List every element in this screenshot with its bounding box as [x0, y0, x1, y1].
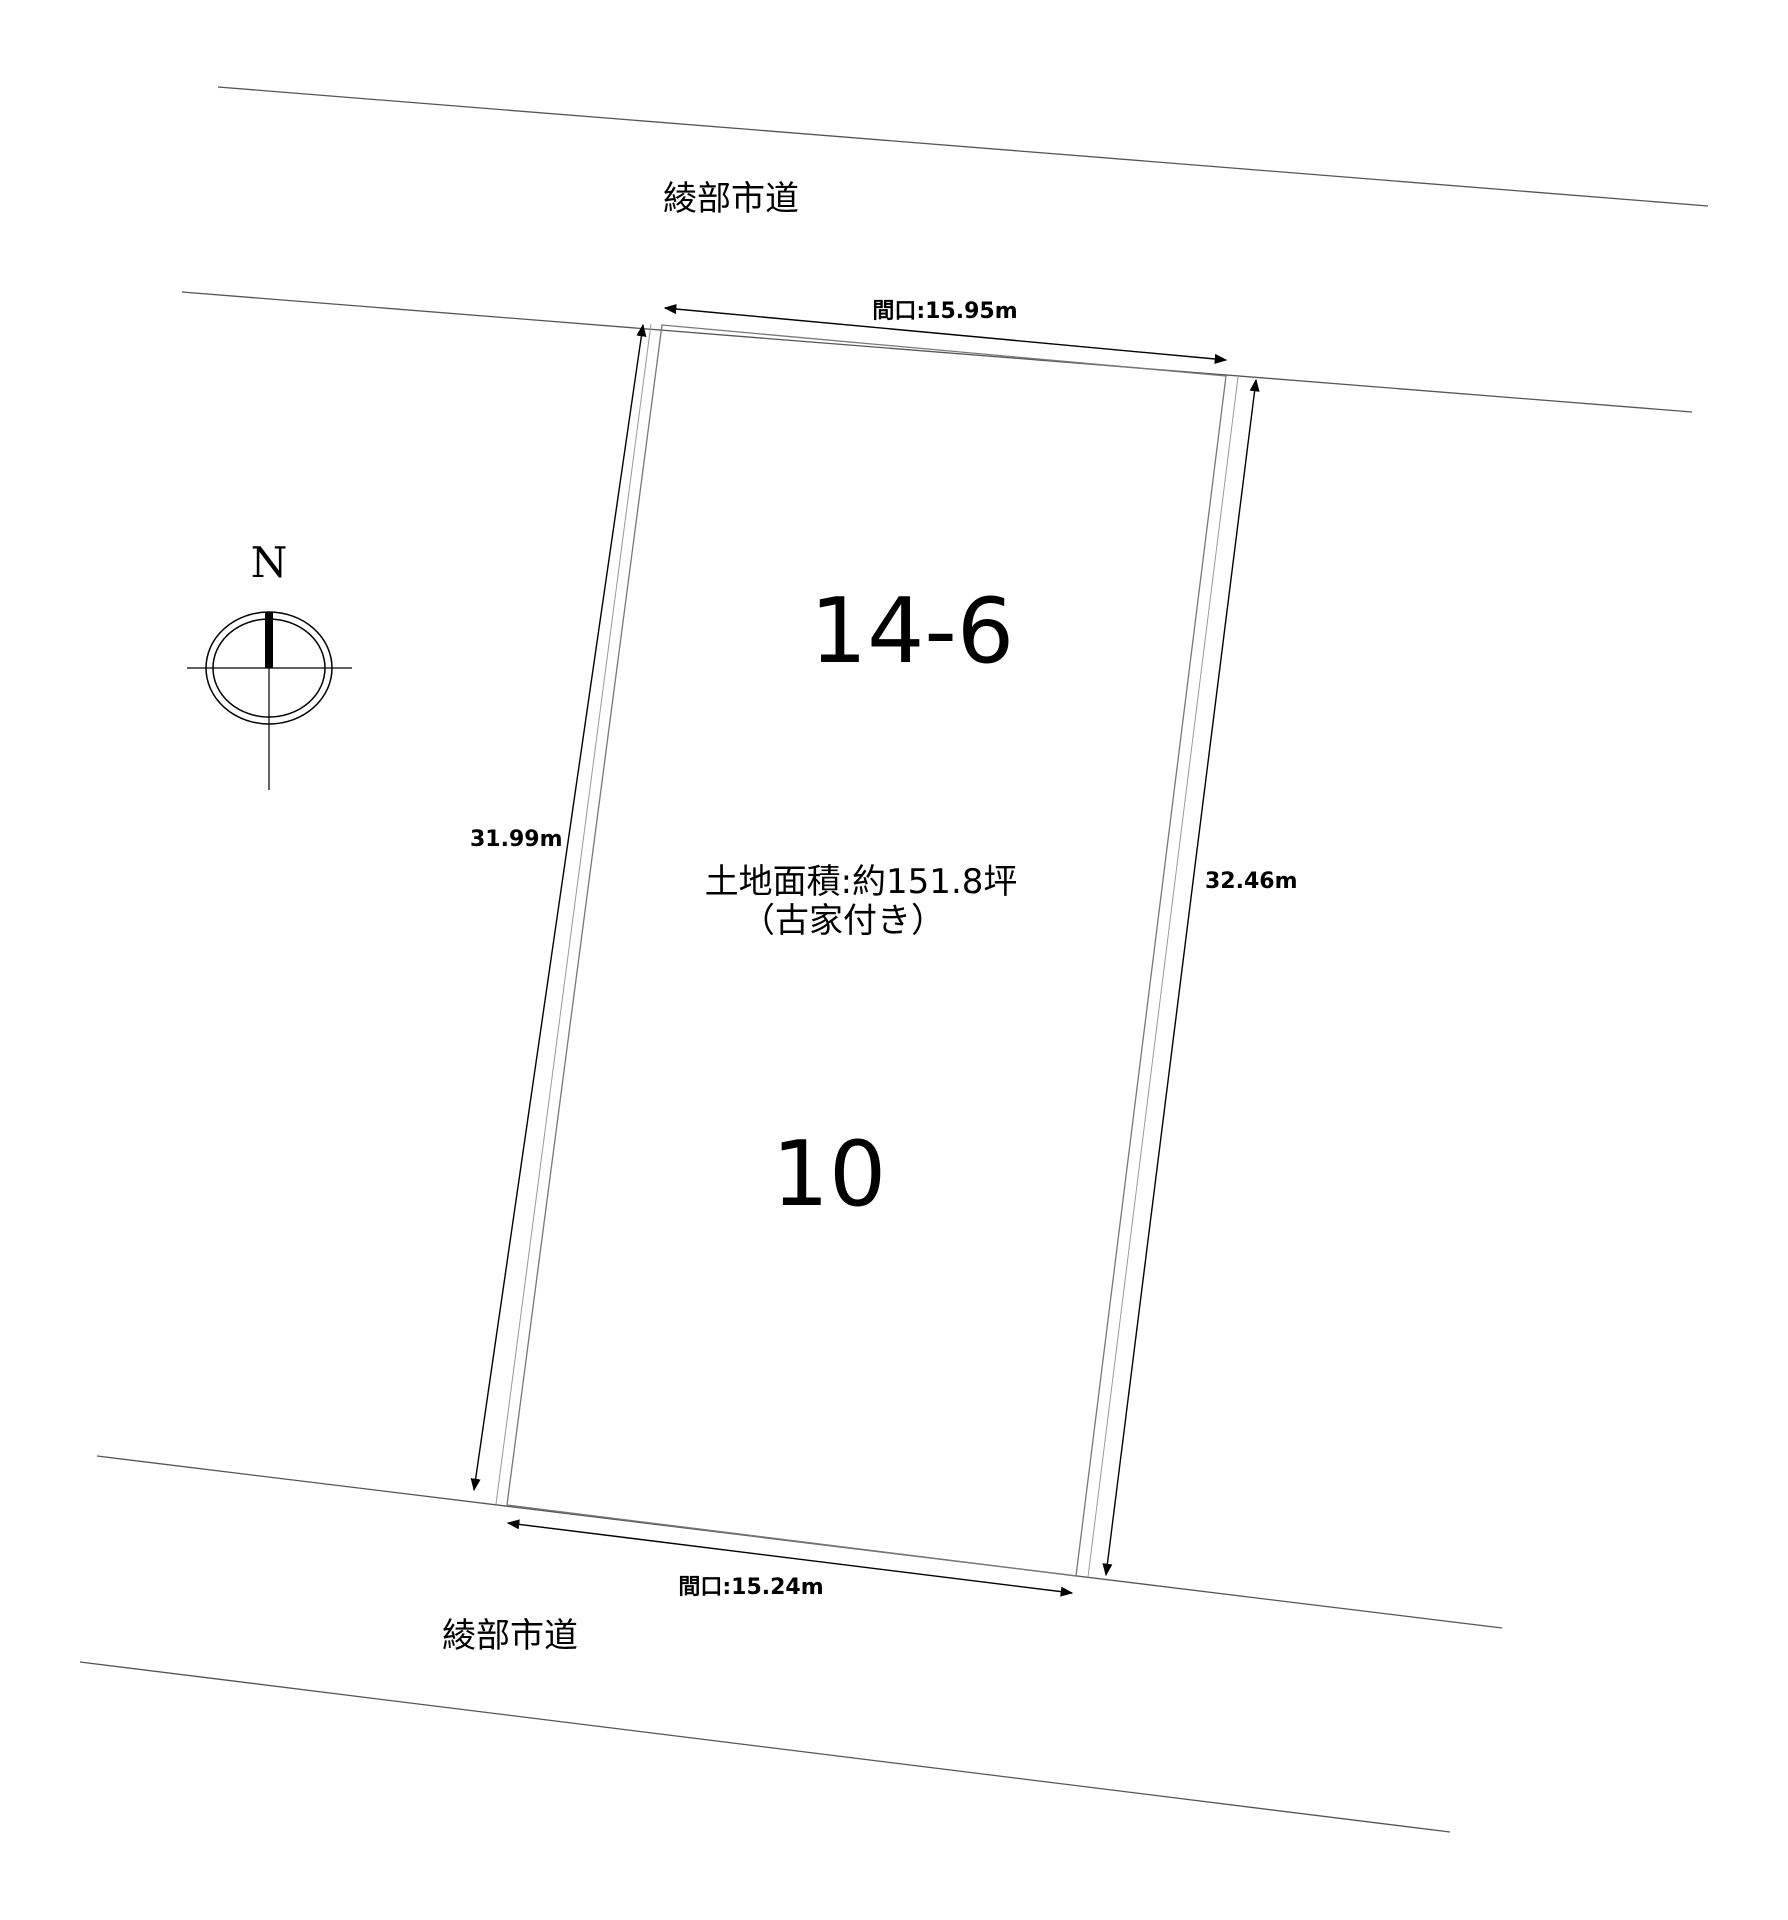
- land-area-label: 土地面積:約151.8坪: [705, 862, 1018, 902]
- bottom-road-lower-edge: [79, 1661, 1451, 1833]
- lot-number-bottom: 10: [772, 1122, 887, 1227]
- north-arrow-icon: [187, 611, 352, 790]
- left-side-arrow: [470, 323, 647, 1492]
- left-side-label: 31.99m: [470, 827, 563, 852]
- frontage-top-arrow: [663, 304, 1228, 364]
- right-side-arrow: [1102, 378, 1260, 1577]
- lot-right-inner-edge: [1087, 376, 1239, 1578]
- lot-boundary: [506, 324, 1227, 1577]
- right-side-label: 32.46m: [1205, 869, 1298, 894]
- dimension-arrows: [470, 304, 1260, 1597]
- frontage-bottom-arrow: [506, 1519, 1074, 1597]
- frontage-bottom-label: 間口:15.24m: [678, 1575, 823, 1600]
- lot-left-inner-edge: [495, 323, 652, 1505]
- north-label: N: [251, 538, 288, 587]
- bottom-road-name: 綾部市道: [442, 1616, 578, 1656]
- top-road-name: 綾部市道: [663, 179, 799, 219]
- top-road-upper-edge: [217, 86, 1709, 207]
- lot-number-top: 14-6: [810, 579, 1014, 684]
- old-house-note: （古家付き）: [741, 901, 945, 941]
- compass: N: [187, 538, 352, 790]
- frontage-top-label: 間口:15.95m: [872, 299, 1017, 324]
